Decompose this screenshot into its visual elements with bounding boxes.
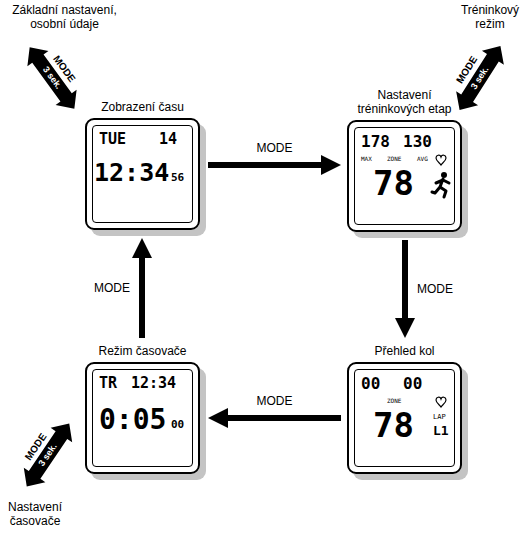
edge-label: MODE [255, 394, 295, 408]
watch-screen: Zobrazení časuTUE 14 12:3456 [85, 100, 200, 230]
edge-label: MODE [255, 141, 295, 155]
hold-arrow [16, 416, 80, 494]
screen-title: Režim časovače [85, 344, 200, 358]
arrow-shaft [208, 162, 322, 168]
double-arrow [19, 40, 85, 117]
mode-arrow [208, 408, 341, 428]
arrow-shaft [402, 240, 408, 319]
edge-label: MODE [415, 282, 455, 296]
runner-body [432, 179, 449, 197]
screen-title: Zobrazení času [85, 100, 200, 114]
lcd-digits: AVG [417, 156, 428, 162]
heart-icon [436, 397, 446, 407]
mode-caption: Základní nastavení, osobní údaje [2, 3, 127, 31]
watch-frame: 0000ZONE78LAPL1 [347, 362, 462, 474]
lcd-digits: TR [99, 376, 117, 391]
mode-caption: Tréninkový režim [455, 3, 525, 31]
double-arrow [16, 416, 80, 494]
lcd-digits: 00 [403, 376, 422, 392]
lcd-digits: L1 [433, 424, 449, 437]
arrow-shaft [227, 415, 341, 421]
lcd-digits: 130 [403, 134, 432, 150]
watch-frame: TR 12:34 0:05 00 [85, 362, 200, 474]
hold-arrow [449, 39, 512, 117]
mode-arrow [395, 240, 415, 338]
screen-title: Nastavení tréninkových etap [347, 88, 462, 116]
mode-arrow [208, 155, 341, 175]
lcd-digits: TUE [99, 132, 126, 147]
double-arrow [449, 39, 512, 117]
lcd-digits: LAP [433, 414, 446, 421]
watch-screen: Přehled kol0000ZONE78LAPL1 [347, 344, 462, 474]
heart-outline [436, 397, 446, 407]
heart-icon [436, 155, 446, 165]
lcd-digits: 00 [171, 419, 184, 430]
arrow-head [321, 155, 341, 175]
watch-frame: TUE 14 12:3456 [85, 118, 200, 230]
lcd-digits: 14 [159, 132, 177, 147]
runner-head [441, 172, 447, 178]
runner-icon [432, 172, 449, 197]
lcd-digits: 56 [171, 172, 184, 183]
watch-screen: Režim časovačeTR 12:34 0:05 00 [85, 344, 200, 474]
lcd-digits: 78 [373, 166, 414, 200]
lcd-digits: 00 [361, 376, 380, 392]
arrow-head [132, 238, 152, 258]
mode-arrow [132, 238, 152, 338]
arrow-head [208, 408, 228, 428]
mode-caption: Nastavení časovače [2, 500, 68, 528]
screen-title: Přehled kol [347, 344, 462, 358]
lcd-digits: 178 [361, 134, 390, 150]
lcd-digits: MAX [361, 156, 372, 162]
lcd-digits: ZONE [387, 398, 401, 404]
arrow-head [395, 318, 415, 338]
heart-outline [436, 155, 446, 165]
watch-screen: Nastavení tréninkových etap 178 130MAX ZONE… [347, 88, 462, 232]
hold-arrow [19, 40, 85, 117]
watch-frame: 178 130MAX ZONE AVG78 [347, 120, 462, 232]
lcd-digits: 78 [373, 408, 414, 442]
lcd-digits: ZONE [387, 156, 401, 162]
edge-label: MODE [92, 281, 132, 295]
lcd-digits: 12:34 [94, 160, 169, 185]
lcd-digits: 12:34 [131, 376, 176, 391]
arrow-shaft [139, 257, 145, 338]
lcd-digits: 0:05 [99, 406, 166, 434]
